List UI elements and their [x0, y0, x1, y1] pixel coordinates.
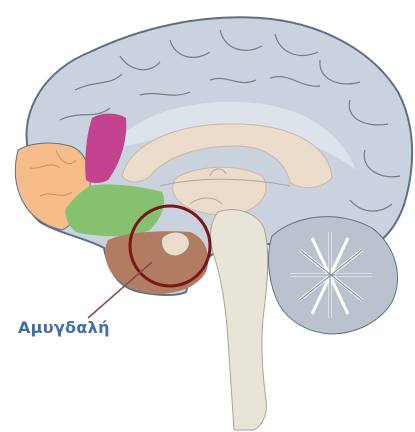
brainstem [211, 210, 268, 430]
amygdala-label: Αμυγδαλή [18, 318, 110, 337]
